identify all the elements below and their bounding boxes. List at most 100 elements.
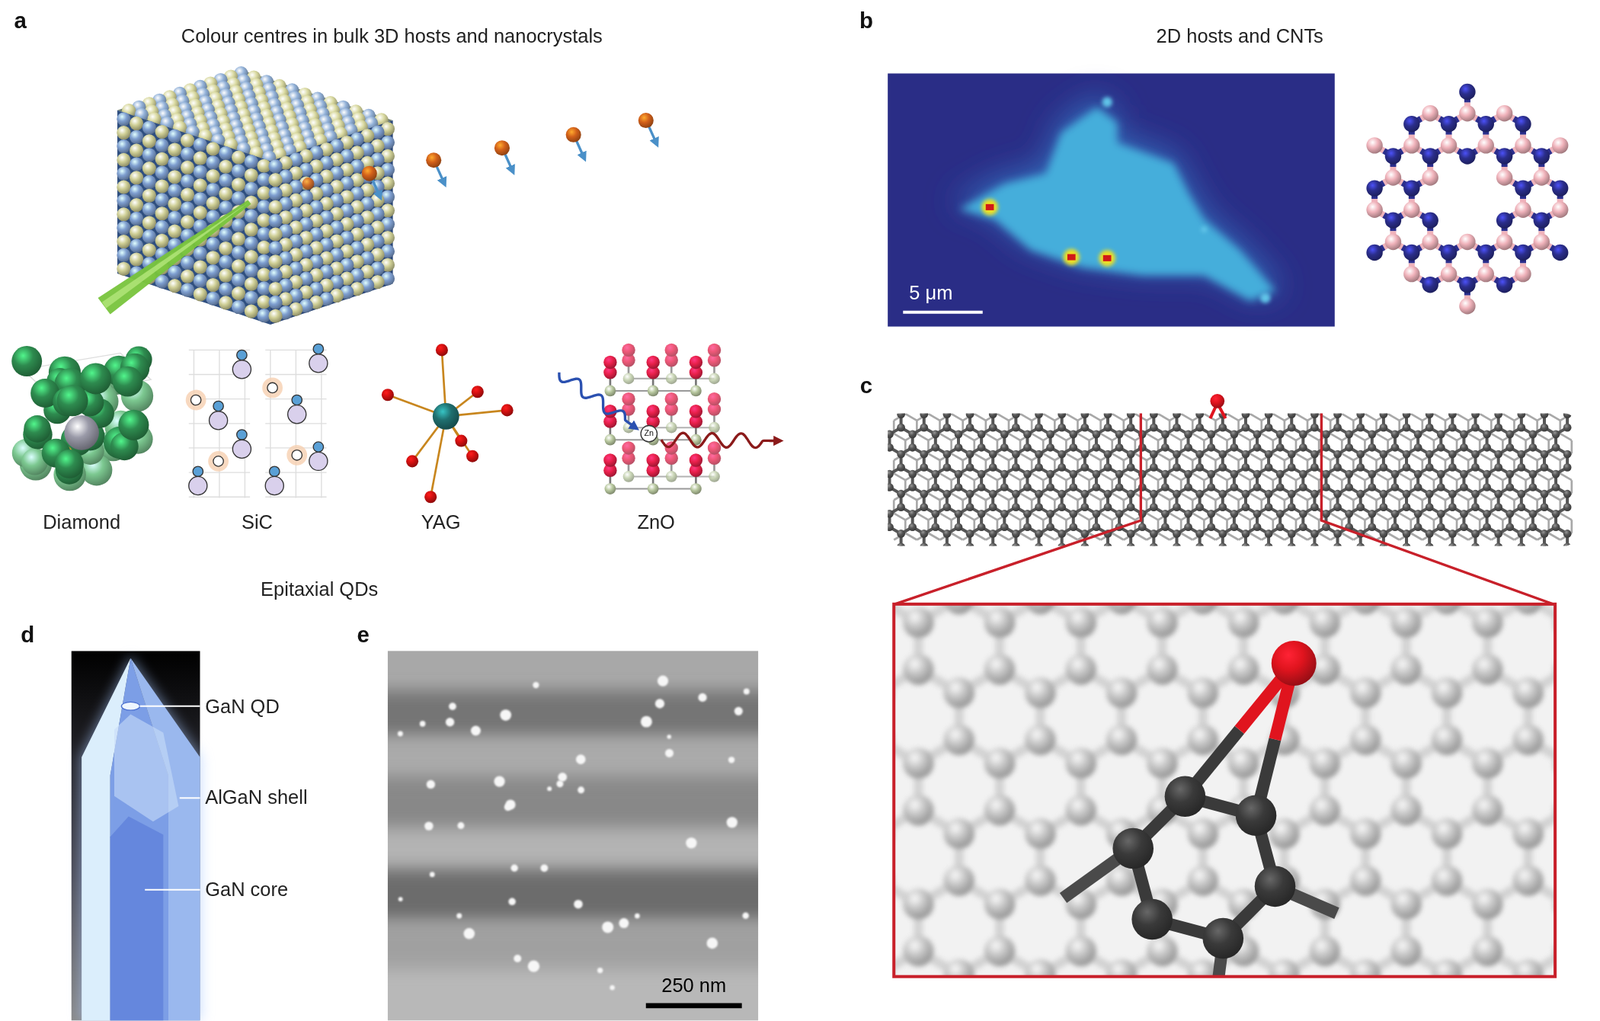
si-atom (232, 439, 251, 458)
cnt-atom (1011, 412, 1021, 419)
cnt-atom (896, 412, 906, 419)
cnt-back-bond (997, 453, 1009, 461)
zno-unit (646, 355, 696, 397)
cnt-back-bond (1330, 473, 1342, 480)
cnt-back-bond (1364, 453, 1376, 461)
cnt-back-bond (1307, 473, 1319, 480)
cnt-atom (1425, 412, 1434, 419)
grid-line (265, 496, 327, 498)
cnt-atom (1264, 423, 1274, 432)
hbn-atom (1366, 179, 1383, 196)
lattice-atom (244, 222, 259, 237)
lattice-atom (116, 180, 131, 195)
cnt-back-bond (1548, 493, 1561, 501)
cnt-back-bond (1513, 513, 1526, 521)
lattice-atom (167, 129, 182, 144)
carbon-nanotube (885, 393, 1572, 605)
cnt-atom (1310, 423, 1319, 432)
cnt-back-bond (1307, 433, 1319, 441)
cnt-back-bond (1411, 453, 1423, 461)
cnt-back-bond (1353, 473, 1365, 480)
lattice-atom (167, 156, 182, 170)
cnt-back-bond (1491, 433, 1503, 441)
yag-structure (381, 343, 514, 503)
hbn-atom (1440, 115, 1457, 132)
cnt-back-bond (1502, 413, 1514, 421)
hbn-atom (1533, 233, 1550, 250)
emitter-spot (1067, 253, 1076, 260)
cnt-atom (1057, 412, 1066, 419)
cnt-back-bond (1158, 533, 1170, 541)
lattice-atom (193, 287, 208, 301)
lattice-atom (205, 264, 220, 279)
cnt-back-bond (1445, 513, 1457, 521)
cnt-back-bond (1560, 473, 1572, 480)
cnt-back-bond (1537, 473, 1549, 480)
cnt-back-bond (1570, 519, 1573, 533)
hbn-atom (1366, 244, 1383, 261)
cnt-atom (1494, 412, 1503, 419)
cnt-back-bond (1468, 473, 1480, 480)
cnt-atom (1310, 412, 1319, 419)
zn-site (640, 425, 657, 442)
cnt-back-bond (1020, 533, 1032, 541)
lattice-atom (231, 300, 246, 314)
cnt-back-bond (1537, 513, 1549, 521)
oxygen-ion (435, 343, 448, 356)
cnt-atom (1218, 423, 1227, 432)
lattice-atom (155, 220, 170, 234)
lattice-atom (193, 137, 208, 152)
si-atom (209, 411, 228, 430)
lattice-atom (180, 201, 195, 215)
hbn-atom (1366, 137, 1383, 154)
cnt-back-bond (893, 473, 906, 480)
cnt-atom (919, 423, 928, 432)
lattice-atom (244, 263, 259, 278)
cnt-atom (1379, 412, 1389, 419)
cnt-back-bond (1031, 513, 1044, 521)
cnt-back-bond (1399, 433, 1412, 441)
zno-unit (707, 343, 721, 385)
cnt-back-bond (1192, 473, 1204, 480)
vacancy-halo (286, 444, 308, 466)
lattice-atom (218, 255, 233, 269)
cnt-back-bond (1169, 433, 1181, 441)
lattice-atom (167, 197, 182, 212)
lattice-atom (155, 152, 170, 167)
cnt-back-bond (1054, 473, 1066, 480)
cnt-back-bond (951, 493, 964, 501)
lattice-atom (142, 215, 157, 230)
cnt-back-bond (1273, 453, 1285, 461)
cnt-atom (1241, 423, 1251, 432)
hbn-atom (1478, 115, 1495, 132)
cnt-back-bond (1100, 513, 1113, 521)
hbn-atom (1440, 244, 1457, 261)
zno-unit (707, 441, 721, 483)
lattice-atom (167, 224, 182, 239)
cnt-back-bond (1158, 493, 1170, 501)
cnt-back-bond (1089, 493, 1101, 501)
lattice-atom (142, 243, 157, 257)
lattice-atom (205, 141, 220, 156)
cnt-atom (1126, 412, 1136, 419)
lattice-atom (129, 198, 144, 212)
hbn-atom (1440, 265, 1457, 282)
hbn-atom (1533, 147, 1550, 164)
cnt-back-bond (997, 533, 1009, 541)
cnt-back-bond (1399, 513, 1412, 521)
lattice-atom (142, 147, 157, 162)
cnt-back-bond (1502, 493, 1514, 501)
cnt-back-bond (1169, 473, 1181, 480)
cnt-atom (1195, 423, 1204, 432)
cnt-back-bond (985, 473, 998, 480)
lattice-atom (142, 161, 157, 176)
lattice-atom (268, 172, 283, 187)
cnt-back-bond (1089, 413, 1101, 421)
cnt-back-bond (1513, 473, 1526, 480)
lattice-atom (218, 241, 233, 256)
spin-particle (638, 112, 658, 145)
lattice-atom (155, 192, 170, 207)
lattice-atom (205, 196, 220, 211)
cnt-atom (1448, 423, 1457, 432)
cnt-back-bond (1411, 533, 1423, 541)
